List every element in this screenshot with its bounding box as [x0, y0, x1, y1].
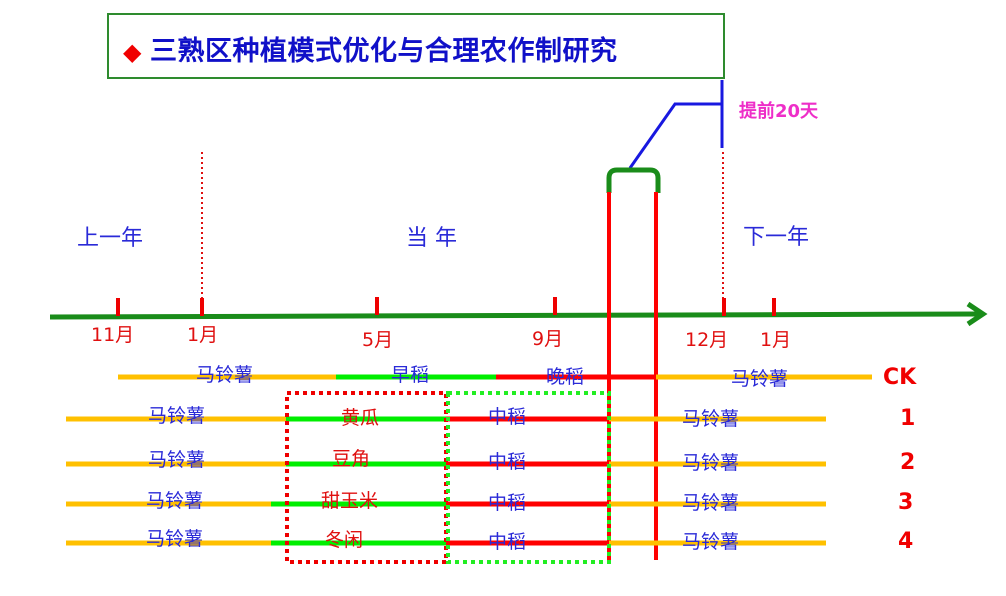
year-current-label: 当 年: [406, 226, 457, 251]
crop-label: 黄瓜: [341, 407, 380, 429]
advance-label: 提前20天: [739, 101, 819, 122]
crop-label: 马铃薯: [146, 528, 204, 550]
mid-rice-group-box: [446, 391, 611, 564]
row-id-label: 4: [898, 529, 914, 554]
crop-label: 马铃薯: [682, 531, 740, 553]
timeline-axis: [49, 311, 981, 320]
year-next-label: 下一年: [743, 225, 810, 250]
month-ticks: [116, 297, 776, 316]
spring-crop-group-box: [285, 391, 448, 564]
crop-label: 晚稻: [546, 366, 585, 388]
bracket: [606, 167, 661, 193]
crop-label: 中稻: [488, 406, 527, 428]
crop-label: 中稻: [488, 531, 527, 553]
month-label: 9月: [532, 328, 564, 350]
row-id-label: 2: [900, 450, 916, 475]
page-title: ◆三熟区种植模式优化与合理农作制研究: [123, 29, 617, 68]
crop-label: 马铃薯: [682, 452, 740, 474]
crop-label: 马铃薯: [682, 408, 740, 430]
callout-line: [628, 102, 722, 169]
crop-label: 马铃薯: [146, 490, 204, 512]
crop-label: 中稻: [488, 492, 527, 514]
title-text: 三熟区种植模式优化与合理农作制研究: [149, 36, 618, 67]
crop-label: 中稻: [488, 451, 527, 473]
row-id-label: 1: [900, 406, 916, 431]
crop-label: 豆角: [332, 448, 371, 470]
diamond-bullet-icon: ◆: [123, 38, 142, 66]
crop-label: 马铃薯: [148, 449, 206, 471]
year-prev-label: 上一年: [77, 226, 144, 251]
month-label: 1月: [760, 329, 792, 351]
title-box: ◆三熟区种植模式优化与合理农作制研究: [107, 13, 725, 79]
month-label: 12月: [685, 329, 729, 351]
month-label: 11月: [91, 324, 135, 346]
crop-label: 冬闲: [325, 529, 364, 551]
row-id-label: CK: [883, 365, 917, 390]
crop-label: 马铃薯: [682, 492, 740, 514]
month-label: 5月: [362, 329, 394, 351]
arrow-head-icon: [966, 301, 988, 327]
crop-label: 马铃薯: [196, 364, 254, 386]
month-label: 1月: [187, 324, 219, 346]
crop-label: 马铃薯: [731, 368, 789, 390]
crop-label: 甜玉米: [321, 490, 379, 512]
crop-label: 马铃薯: [148, 405, 206, 427]
crop-label: 早稻: [391, 364, 430, 386]
row-id-label: 3: [898, 490, 914, 515]
